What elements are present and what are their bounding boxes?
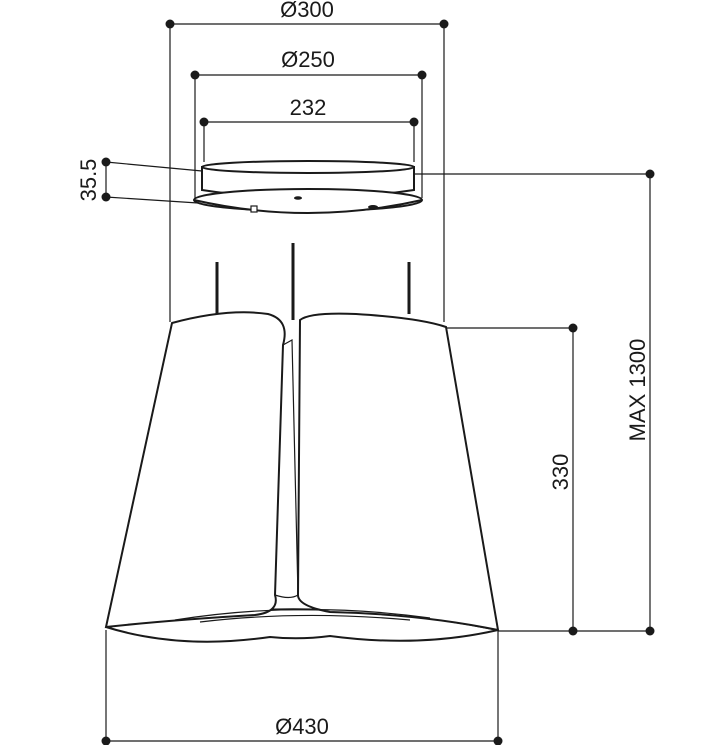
dim-hood-height-label: 330	[548, 454, 573, 491]
dim-hood-height: 330	[444, 323, 650, 636]
dim-top-diameter-inner: Ø250	[190, 47, 427, 198]
dim-mount-spacing: 232	[199, 95, 419, 162]
dim-bottom-diameter: Ø430	[101, 630, 503, 745]
dim-max-total-height-label: MAX 1300	[625, 339, 650, 442]
dim-top-diameter-inner-label: Ø250	[281, 47, 335, 72]
hood-body	[104, 311, 500, 643]
suspension-cables	[215, 243, 411, 320]
dim-plate-height-label: 35.5	[76, 159, 101, 202]
dim-plate-height: 35.5	[76, 157, 203, 204]
dim-bottom-diameter-label: Ø430	[275, 714, 329, 739]
ceiling-plate	[193, 160, 423, 214]
dim-top-diameter-outer: Ø300	[165, 0, 449, 322]
dim-mount-spacing-label: 232	[290, 95, 327, 120]
dim-top-diameter-outer-label: Ø300	[280, 0, 334, 22]
